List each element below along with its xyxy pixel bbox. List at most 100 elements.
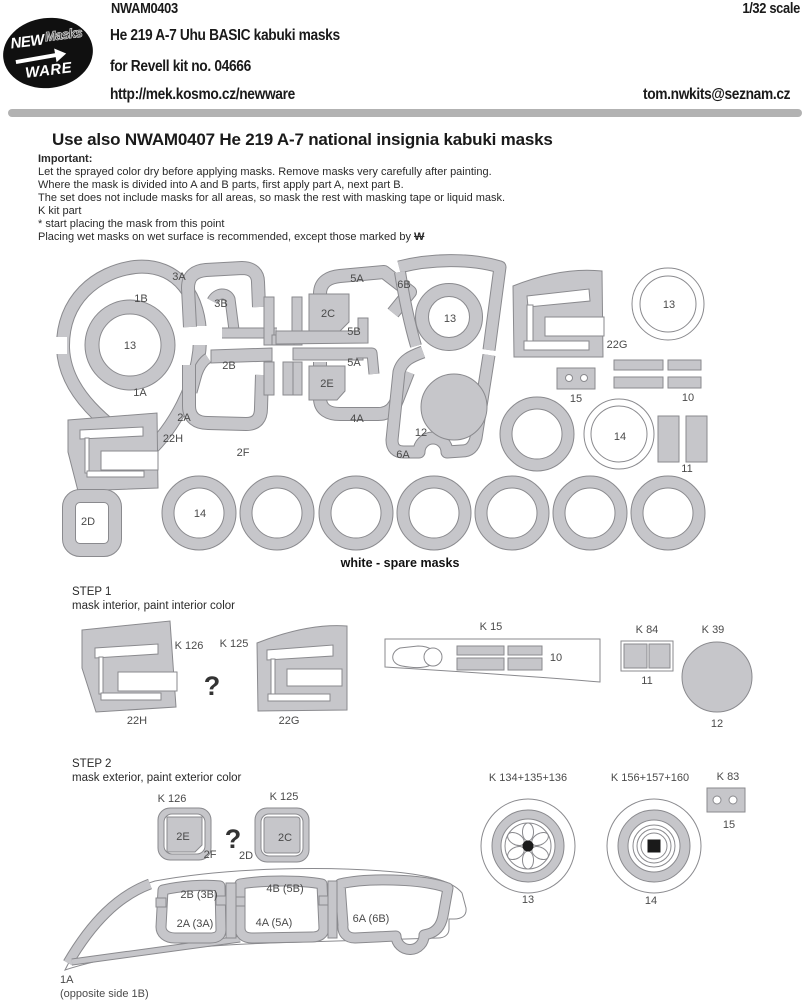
label-2E-step2: 2E (176, 831, 189, 843)
connector-bar (263, 361, 275, 396)
frame-nub (155, 897, 167, 908)
ring-mask-13 (85, 300, 175, 390)
label-22G: 22G (607, 339, 628, 351)
label-11: 11 (681, 463, 692, 475)
strip-10 (667, 376, 702, 389)
header-divider-bar (8, 109, 802, 117)
label-2B3B: 2B (3B) (180, 889, 217, 901)
label-2D: 2D (81, 516, 95, 528)
die-slit (86, 470, 145, 478)
nose-band-1A (64, 879, 152, 966)
main-mask-sheet (52, 254, 708, 557)
label-15-step2: 15 (723, 819, 735, 831)
step2-title: STEP 2 (72, 758, 112, 770)
label-6A: 6A (396, 449, 410, 461)
plate-15 (556, 367, 596, 390)
question-mark: ? (204, 671, 221, 701)
step1-diagram (81, 620, 753, 713)
label-2A3A: 2A (3A) (177, 918, 214, 930)
label-K39: K 39 (702, 624, 725, 636)
label-10-step1: 10 (550, 652, 562, 664)
bar-2B (210, 347, 273, 364)
die-gap (52, 337, 67, 354)
label-1B: 1B (134, 293, 147, 305)
label-14-ring: 14 (194, 508, 206, 520)
hole (565, 374, 573, 382)
step1-labels: K 126 K 125 ? 22H 22G K 15 10 K 84 11 K … (127, 621, 724, 730)
frame-5A-top (314, 266, 416, 331)
ring-mask-13-mid (416, 284, 482, 350)
mask-2E (308, 365, 346, 401)
window-frame-4A4B (235, 876, 329, 943)
label-12: 12 (415, 427, 427, 439)
spare-circle-13 (631, 267, 705, 341)
mask-2C-step2 (263, 816, 301, 854)
step1-subtitle: mask interior, paint interior color (72, 600, 235, 612)
step2-diagram (63, 787, 746, 971)
subject-title: He 219 A-7 Uhu BASIC kabuki masks (110, 27, 340, 44)
step1-title: STEP 1 (72, 586, 112, 598)
important-line: Where the mask is divided into A and B p… (38, 179, 404, 191)
die-slit (270, 658, 276, 696)
label-6A6B: 6A (6B) (353, 913, 390, 925)
mask-2E-step2 (166, 816, 203, 853)
connector-bar (291, 296, 303, 346)
step2-labels: K 126 K 125 ? 2E 2F 2D 2C K 134+135+136 … (60, 771, 739, 1000)
label-K125-step2: K 125 (270, 791, 299, 803)
frame-2A (183, 365, 268, 430)
spare-ring (397, 476, 471, 550)
die-slit (84, 437, 90, 474)
frame-2D (63, 490, 121, 556)
label-12-step1: 12 (711, 718, 723, 730)
label-K15: K 15 (480, 621, 503, 633)
question-mark: ? (225, 824, 242, 854)
label-14-wheel: 14 (645, 895, 657, 907)
important-line: Let the sprayed color dry before applyin… (38, 166, 492, 178)
mask-2C (308, 293, 350, 332)
strip-10 (667, 359, 702, 371)
die-slit (526, 304, 534, 343)
scale-label: 1/32 scale (742, 0, 800, 17)
window-frame-2A2B (156, 880, 226, 943)
spare-circle-14 (583, 398, 655, 470)
use-also-notice: Use also NWAM0407 He 219 A-7 national in… (52, 130, 553, 149)
elevator-mask-10 (507, 645, 543, 656)
tail-wheel-drawing (606, 798, 702, 894)
die-slit (266, 644, 334, 661)
elevator-mask-10 (507, 657, 543, 671)
hook-5A-low (356, 348, 379, 375)
spare-ring (319, 476, 393, 550)
label-K84: K 84 (636, 624, 659, 636)
die-slit (117, 671, 178, 692)
label-15: 15 (570, 393, 582, 405)
band-6B (397, 255, 506, 351)
connector-bar (282, 361, 294, 396)
label-3A: 3A (172, 271, 186, 283)
label-2E: 2E (320, 378, 333, 390)
label-5A: 5A (350, 273, 364, 285)
important-wet-line: Placing wet masks on wet surface is reco… (38, 231, 505, 244)
hole (712, 795, 722, 805)
label-22G-step1: 22G (279, 715, 300, 727)
label-13-white: 13 (663, 299, 675, 311)
hook-3B (208, 289, 239, 331)
label-2A: 2A (177, 412, 191, 424)
label-K126-step2: K 126 (158, 793, 187, 805)
label-2F-step2: 2F (204, 849, 217, 861)
mask-11 (623, 643, 648, 669)
spare-masks-caption: white - spare masks (340, 556, 460, 570)
die-slit (267, 693, 331, 702)
frame-nub (318, 895, 329, 906)
contact-email: tom.nwkits@seznam.cz (642, 86, 791, 103)
spare-ring (631, 476, 705, 550)
frame-nub (235, 896, 246, 907)
strip-11 (657, 415, 680, 463)
label-2D-step2: 2D (239, 850, 253, 862)
label-K134: K 134+135+136 (489, 772, 567, 784)
mask-11 (648, 643, 671, 669)
hook-2B (187, 354, 211, 394)
connector-bar (263, 296, 275, 346)
label-K83: K 83 (717, 771, 740, 783)
